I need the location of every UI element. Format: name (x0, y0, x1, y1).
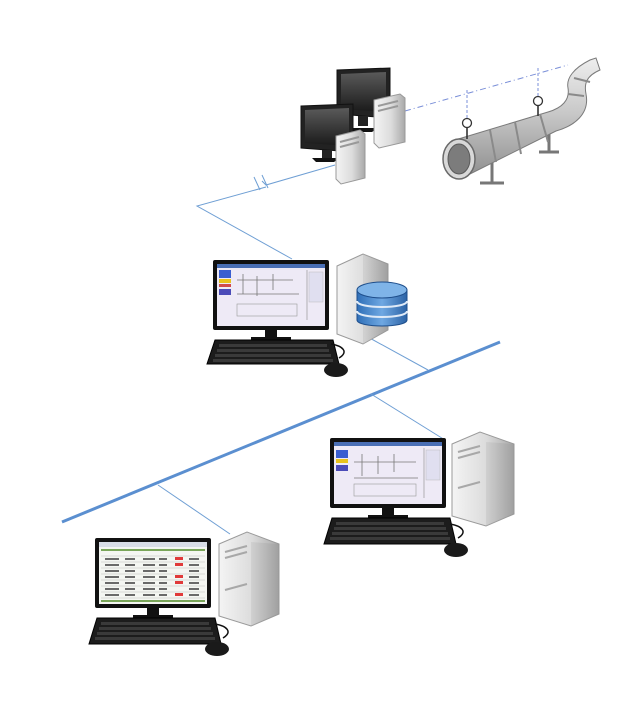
wan-link-continued (195, 186, 293, 260)
field-link (404, 64, 569, 112)
monitor-icon (213, 260, 329, 340)
workstation-with-database-icon (206, 253, 408, 377)
screen-schematic (334, 442, 442, 498)
sensor-icon (532, 95, 544, 116)
monitor-icon (95, 538, 211, 618)
database-icon (356, 281, 408, 327)
sensor-icon (461, 117, 473, 139)
wan-link (261, 164, 336, 186)
client-workstation-icon (323, 431, 515, 557)
links-layer (61, 64, 569, 535)
mouse-icon (324, 343, 348, 377)
client-workstation-icon (88, 531, 280, 656)
tower-icon (335, 129, 366, 185)
screen-schematic (217, 264, 325, 320)
dual-monitor-workstation-icon (300, 67, 406, 185)
screen-table (99, 542, 207, 602)
keyboard-icon (206, 339, 340, 365)
keyboard-icon (88, 617, 222, 645)
client-link-1 (370, 393, 446, 441)
keyboard-icon (323, 517, 457, 545)
wan-break-mark-1 (253, 176, 261, 191)
mouse-icon (205, 623, 229, 656)
monitor-icon (330, 438, 446, 518)
tower-icon (218, 531, 280, 627)
tower-icon (373, 93, 406, 149)
network-backbone (61, 340, 501, 524)
client-link-2 (157, 484, 231, 535)
server-link (365, 335, 429, 371)
wan-break-mark-2 (261, 174, 269, 189)
pipeline-icon (442, 57, 601, 185)
mouse-icon (444, 523, 468, 557)
tower-icon (451, 431, 515, 527)
